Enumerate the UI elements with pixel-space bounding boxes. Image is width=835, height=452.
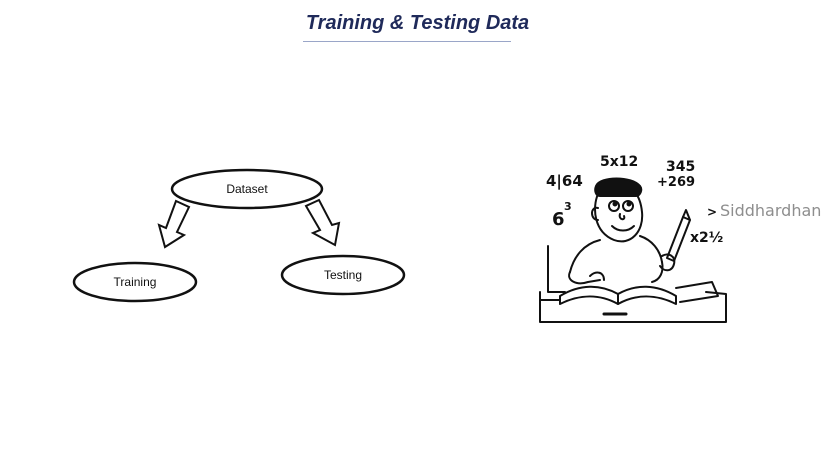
desk-icon bbox=[539, 291, 727, 323]
title-underline bbox=[303, 41, 511, 42]
testing-label: Testing bbox=[324, 268, 362, 282]
training-label: Training bbox=[114, 275, 157, 289]
training-node: Training bbox=[72, 261, 198, 303]
page-title: Training & Testing Data bbox=[305, 12, 530, 34]
dataset-node: Dataset bbox=[170, 168, 324, 210]
fraction-label: x2½ bbox=[690, 230, 723, 246]
hair-icon bbox=[594, 177, 643, 197]
dataset-label: Dataset bbox=[226, 182, 268, 196]
open-book-icon bbox=[559, 285, 677, 305]
division-label: 4|64 bbox=[546, 172, 583, 191]
chair-icon bbox=[547, 245, 566, 293]
add-bottom-label: +269 bbox=[657, 175, 695, 190]
head-icon bbox=[594, 193, 644, 243]
papers-icon bbox=[675, 281, 719, 303]
student-math-illustration: 4|64 5x12 345 +269 6 3 x2½ > bbox=[539, 154, 727, 323]
power-exp-label: 3 bbox=[564, 200, 572, 213]
watermark-text: Siddhardhan bbox=[720, 201, 822, 220]
arrow-to-training bbox=[157, 199, 191, 249]
power-base-label: 6 bbox=[552, 209, 565, 230]
arrow-to-testing bbox=[304, 198, 341, 247]
add-top-label: 345 bbox=[666, 159, 695, 175]
multiply-label: 5x12 bbox=[600, 154, 638, 170]
testing-node: Testing bbox=[280, 254, 406, 296]
greater-label: > bbox=[707, 205, 717, 219]
